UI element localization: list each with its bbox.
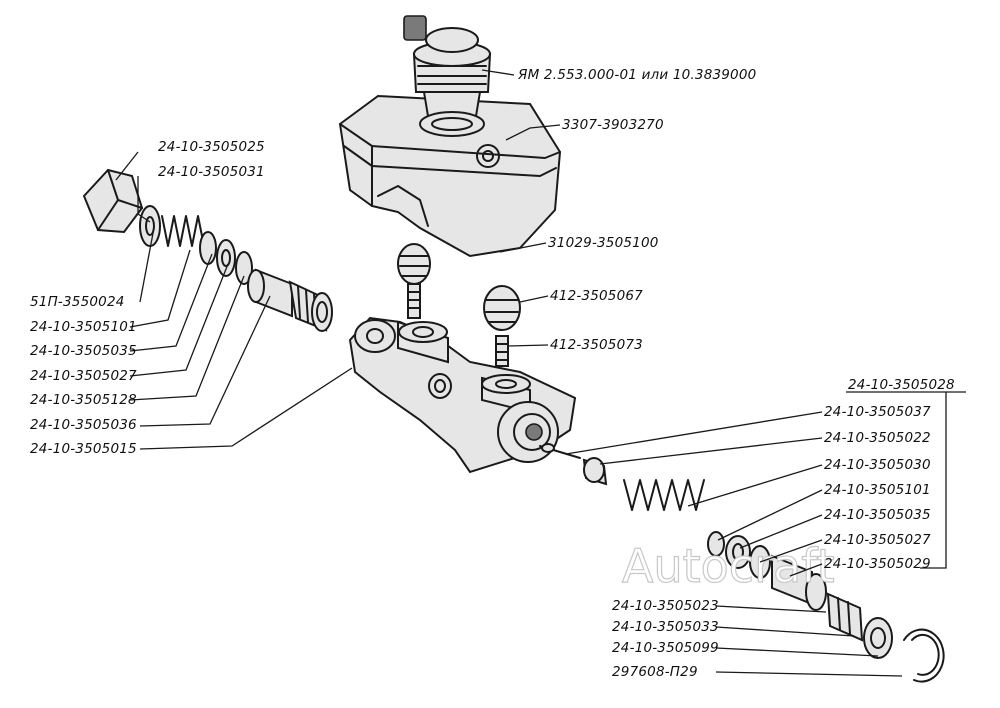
upper-fitting-left <box>397 243 431 319</box>
label-left-plug: 24-10-3505025 <box>158 139 265 155</box>
right-spring <box>623 479 705 511</box>
label-left-spacer: 24-10-3505128 <box>30 392 137 408</box>
left-piston <box>247 268 333 332</box>
label-right-piston: 24-10-3505029 <box>824 556 931 572</box>
label-body: 24-10-3505015 <box>30 441 137 457</box>
label-lower-fitting: 412-3505073 <box>550 337 643 353</box>
label-right-ring: 24-10-3505035 <box>824 507 931 523</box>
right-sleeve <box>863 617 893 659</box>
reservoir <box>338 94 562 258</box>
left-spring <box>161 215 205 247</box>
left-plug <box>82 168 144 234</box>
left-washer <box>139 205 161 247</box>
label-left-ring: 24-10-3505035 <box>30 343 137 359</box>
label-left-spring-seat: 51П-3550024 <box>30 294 125 310</box>
label-right-sleeve: 24-10-3505023 <box>612 598 719 614</box>
right-circlip <box>903 628 945 683</box>
label-left-washer: 24-10-3505031 <box>158 164 265 180</box>
label-right-spring: 24-10-3505030 <box>824 457 931 473</box>
right-rod <box>539 443 608 486</box>
label-right-rod: 24-10-3505022 <box>824 430 931 446</box>
label-right-cup-a: 24-10-3505101 <box>824 482 931 498</box>
label-left-cup-a: 24-10-3505101 <box>30 319 137 335</box>
upper-grommet <box>483 285 521 331</box>
label-left-piston: 24-10-3505036 <box>30 417 137 433</box>
label-right-circlip: 297608-П29 <box>612 664 698 680</box>
right-piston <box>771 554 864 642</box>
label-sensor: ЯМ 2.553.000-01 или 10.3839000 <box>517 67 756 83</box>
label-right-cup-b: 24-10-3505027 <box>824 532 931 548</box>
leader-lines <box>115 69 966 677</box>
label-right-group: 24-10-3505028 <box>848 377 955 393</box>
label-reservoir: 31029-3505100 <box>548 235 659 251</box>
label-right-seal: 24-10-3505033 <box>612 619 719 635</box>
label-right-washer: 24-10-3505099 <box>612 640 719 656</box>
labels: ЯМ 2.553.000-01 или 10.3839000 3307-3903… <box>30 67 955 680</box>
label-upper-grommet: 412-3505067 <box>550 288 643 304</box>
left-rings <box>199 231 253 285</box>
label-right-stop: 24-10-3505037 <box>824 404 931 420</box>
right-rings <box>707 531 771 579</box>
label-cap: 3307-3903270 <box>562 117 664 133</box>
level-sensor <box>403 15 492 137</box>
label-left-cup-b: 24-10-3505027 <box>30 368 137 384</box>
lower-fitting <box>495 335 509 367</box>
